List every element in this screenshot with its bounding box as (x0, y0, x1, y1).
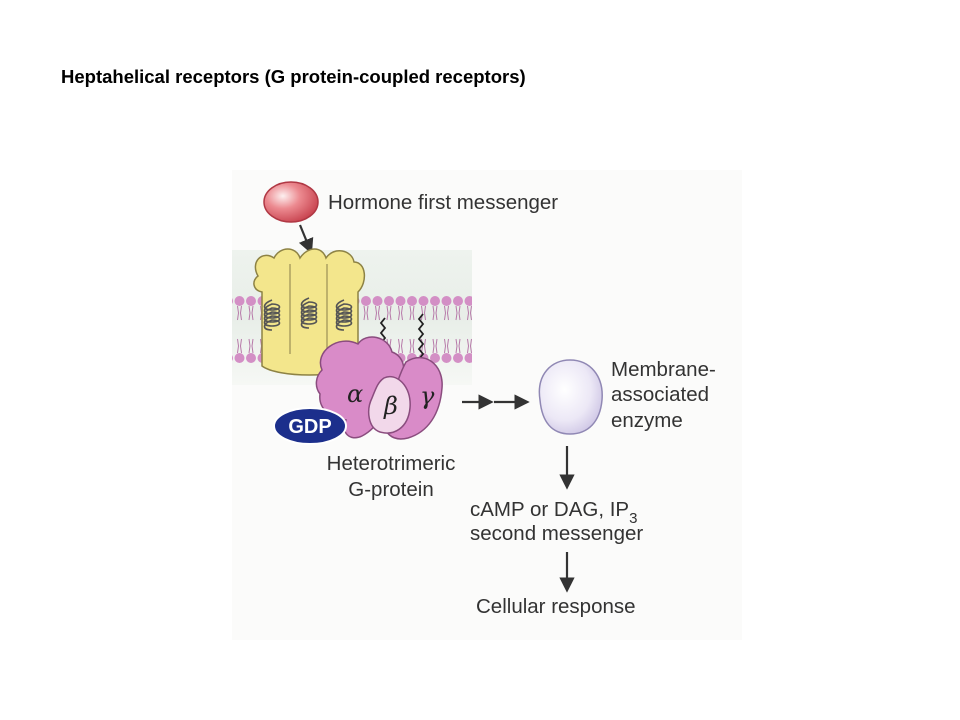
second-messenger-line1: cAMP or DAG, IP3 (470, 498, 637, 527)
hormone-label: Hormone first messenger (328, 191, 558, 214)
gamma-subunit-label: γ (420, 382, 435, 410)
beta-subunit-label: β (383, 392, 398, 420)
membrane-enzyme (538, 359, 603, 435)
gdp-badge: GDP (273, 407, 347, 445)
alpha-subunit-label: α (347, 380, 363, 408)
gprotein-label-line2: G-protein (348, 478, 433, 501)
hormone-molecule (263, 181, 319, 223)
arrow-hormone-to-receptor (298, 224, 314, 255)
second-messenger-line2: second messenger (470, 522, 643, 545)
page-title: Heptahelical receptors (G protein-couple… (61, 66, 526, 87)
g-protein (315, 336, 443, 440)
gprotein-label-line1: Heterotrimeric (327, 452, 456, 475)
enzyme-label-line3: enzyme (611, 409, 683, 432)
enzyme-label-line1: Membrane- (611, 358, 716, 381)
cellular-response-label: Cellular response (476, 595, 636, 618)
gdp-label: GDP (288, 416, 331, 438)
enzyme-label-line2: associated (611, 383, 709, 406)
